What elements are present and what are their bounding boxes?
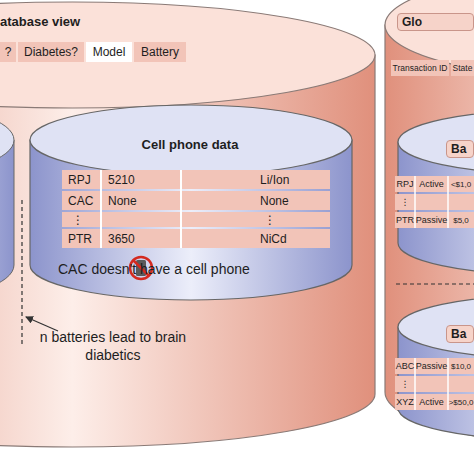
table-cell: ⋮ <box>395 376 415 392</box>
cylinder-title: Ba <box>446 140 474 158</box>
cylinder-outline <box>398 110 474 275</box>
table-cell: Passive <box>415 212 448 228</box>
table-cell: Active <box>415 394 448 410</box>
table-cell: None <box>102 191 180 210</box>
table-cell: Transaction ID <box>391 60 449 76</box>
column-separator <box>447 358 449 410</box>
table-cell: Passive <box>415 358 448 374</box>
column-separator <box>100 170 102 248</box>
table-cell: ⋮ <box>182 212 330 227</box>
table-cell: Active <box>415 176 448 192</box>
column-separator <box>414 176 416 228</box>
table-cell: ⋮ <box>62 212 100 227</box>
cylinder-title: Cell phone data <box>90 137 290 152</box>
column-separator <box>414 358 416 410</box>
table-cell: RPJ <box>62 170 100 189</box>
table-row <box>395 358 474 374</box>
table-cell: ABC <box>395 358 415 374</box>
dashed-divider <box>396 283 474 284</box>
table-cell: ? <box>0 42 16 62</box>
table-row <box>395 194 474 210</box>
table-row <box>395 212 474 228</box>
table-cell: RPJ <box>395 176 415 192</box>
cylinder-top <box>398 295 474 359</box>
table-cell: State <box>451 60 474 76</box>
leader-arrow <box>26 317 58 331</box>
cylinder-title: atabase view <box>0 14 120 29</box>
table-cell: PTR <box>395 212 415 228</box>
column-separator <box>447 176 449 228</box>
cylinder-body <box>385 25 474 447</box>
table-cell: None <box>182 191 330 210</box>
table-cell: 5210 <box>102 170 180 189</box>
table-cell: $5,0 <box>448 212 474 228</box>
table-row <box>62 229 330 248</box>
table-row <box>62 212 330 227</box>
table-cell: 3650 <box>102 229 180 248</box>
table-row <box>395 394 474 410</box>
cylinder-body <box>0 55 375 447</box>
note-text: n batteries lead to brain diabetics <box>18 328 208 368</box>
cylinder-title: Glo <box>397 13 474 31</box>
column-separator <box>180 170 182 248</box>
table-cell: Battery <box>134 42 186 62</box>
table-row <box>62 170 330 189</box>
table-cell: Model <box>86 42 132 62</box>
table-cell: >$50,0 <box>448 394 474 410</box>
cylinder-top <box>30 105 352 175</box>
table-cell: XYZ <box>395 394 415 410</box>
cylinder-top <box>0 2 375 108</box>
table-cell: <$1,0 <box>448 176 474 192</box>
cylinder-title: Ba <box>446 325 474 343</box>
table-cell: CAC doesn't have a cell phone <box>58 260 298 277</box>
database-cylinder: Ba <box>398 110 474 275</box>
partial-cylinder-top <box>0 105 14 175</box>
cylinder-top <box>385 0 474 80</box>
table-row <box>395 176 474 192</box>
table-cell: PTR <box>62 229 100 248</box>
table-cell: $10,0 <box>448 358 474 374</box>
table-cell: Li/Ion <box>182 170 330 189</box>
partial-cylinder-body <box>0 140 14 300</box>
table-cell: Diabetes? <box>18 42 84 62</box>
dashed-divider <box>21 200 22 345</box>
table-cell: CAC <box>62 191 100 210</box>
table-cell: NiCd <box>182 229 330 248</box>
cylinder-top <box>398 110 474 174</box>
table-row <box>395 376 474 392</box>
table-cell: ⋮ <box>395 194 415 210</box>
table-row <box>62 191 330 210</box>
